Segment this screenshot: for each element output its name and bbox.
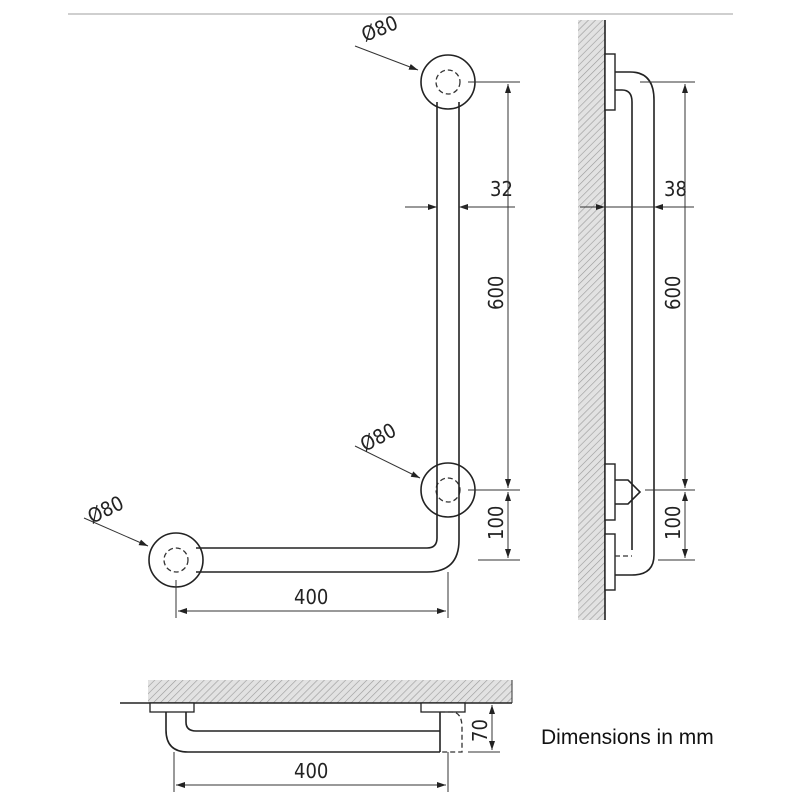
dim-dia-left: Ø80 [84, 491, 128, 529]
side-dim-100: 100 [661, 506, 685, 540]
leader-dia-top [354, 45, 419, 71]
side-dim-600: 600 [661, 276, 685, 310]
top-flange-left [149, 702, 195, 713]
top-wall [148, 680, 512, 703]
grab-bar-tube [196, 102, 438, 549]
top-view: 70 400 [120, 680, 513, 792]
flange-left [148, 532, 204, 588]
top-dim-400: 400 [294, 759, 328, 783]
dim-horizontal-400: 400 [294, 585, 328, 609]
dim-vertical-600: 600 [484, 276, 508, 310]
side-flange-top [604, 53, 616, 111]
dim-dia-top: Ø80 [358, 10, 401, 46]
dim-projection-38: 38 [664, 177, 687, 201]
leader-dia-left [83, 517, 149, 547]
top-flange-right [420, 702, 466, 713]
dim-tube-32: 32 [490, 177, 513, 201]
dim-offset-100: 100 [484, 506, 508, 540]
dim-dia-mid: Ø80 [356, 418, 400, 457]
side-view: 38 600 100 [578, 20, 695, 620]
top-tube [165, 712, 440, 753]
leader-dia-mid [354, 445, 421, 479]
units-note: Dimensions in mm [541, 726, 714, 749]
side-flange-low [604, 533, 616, 591]
flange-middle [420, 462, 476, 518]
front-view: Ø80 Ø80 Ø80 32 600 100 400 [84, 10, 520, 618]
side-flange-mid [604, 463, 616, 521]
flange-top [420, 54, 476, 110]
side-tube [615, 71, 655, 576]
top-dim-70: 70 [468, 719, 492, 742]
side-wall [578, 20, 605, 620]
